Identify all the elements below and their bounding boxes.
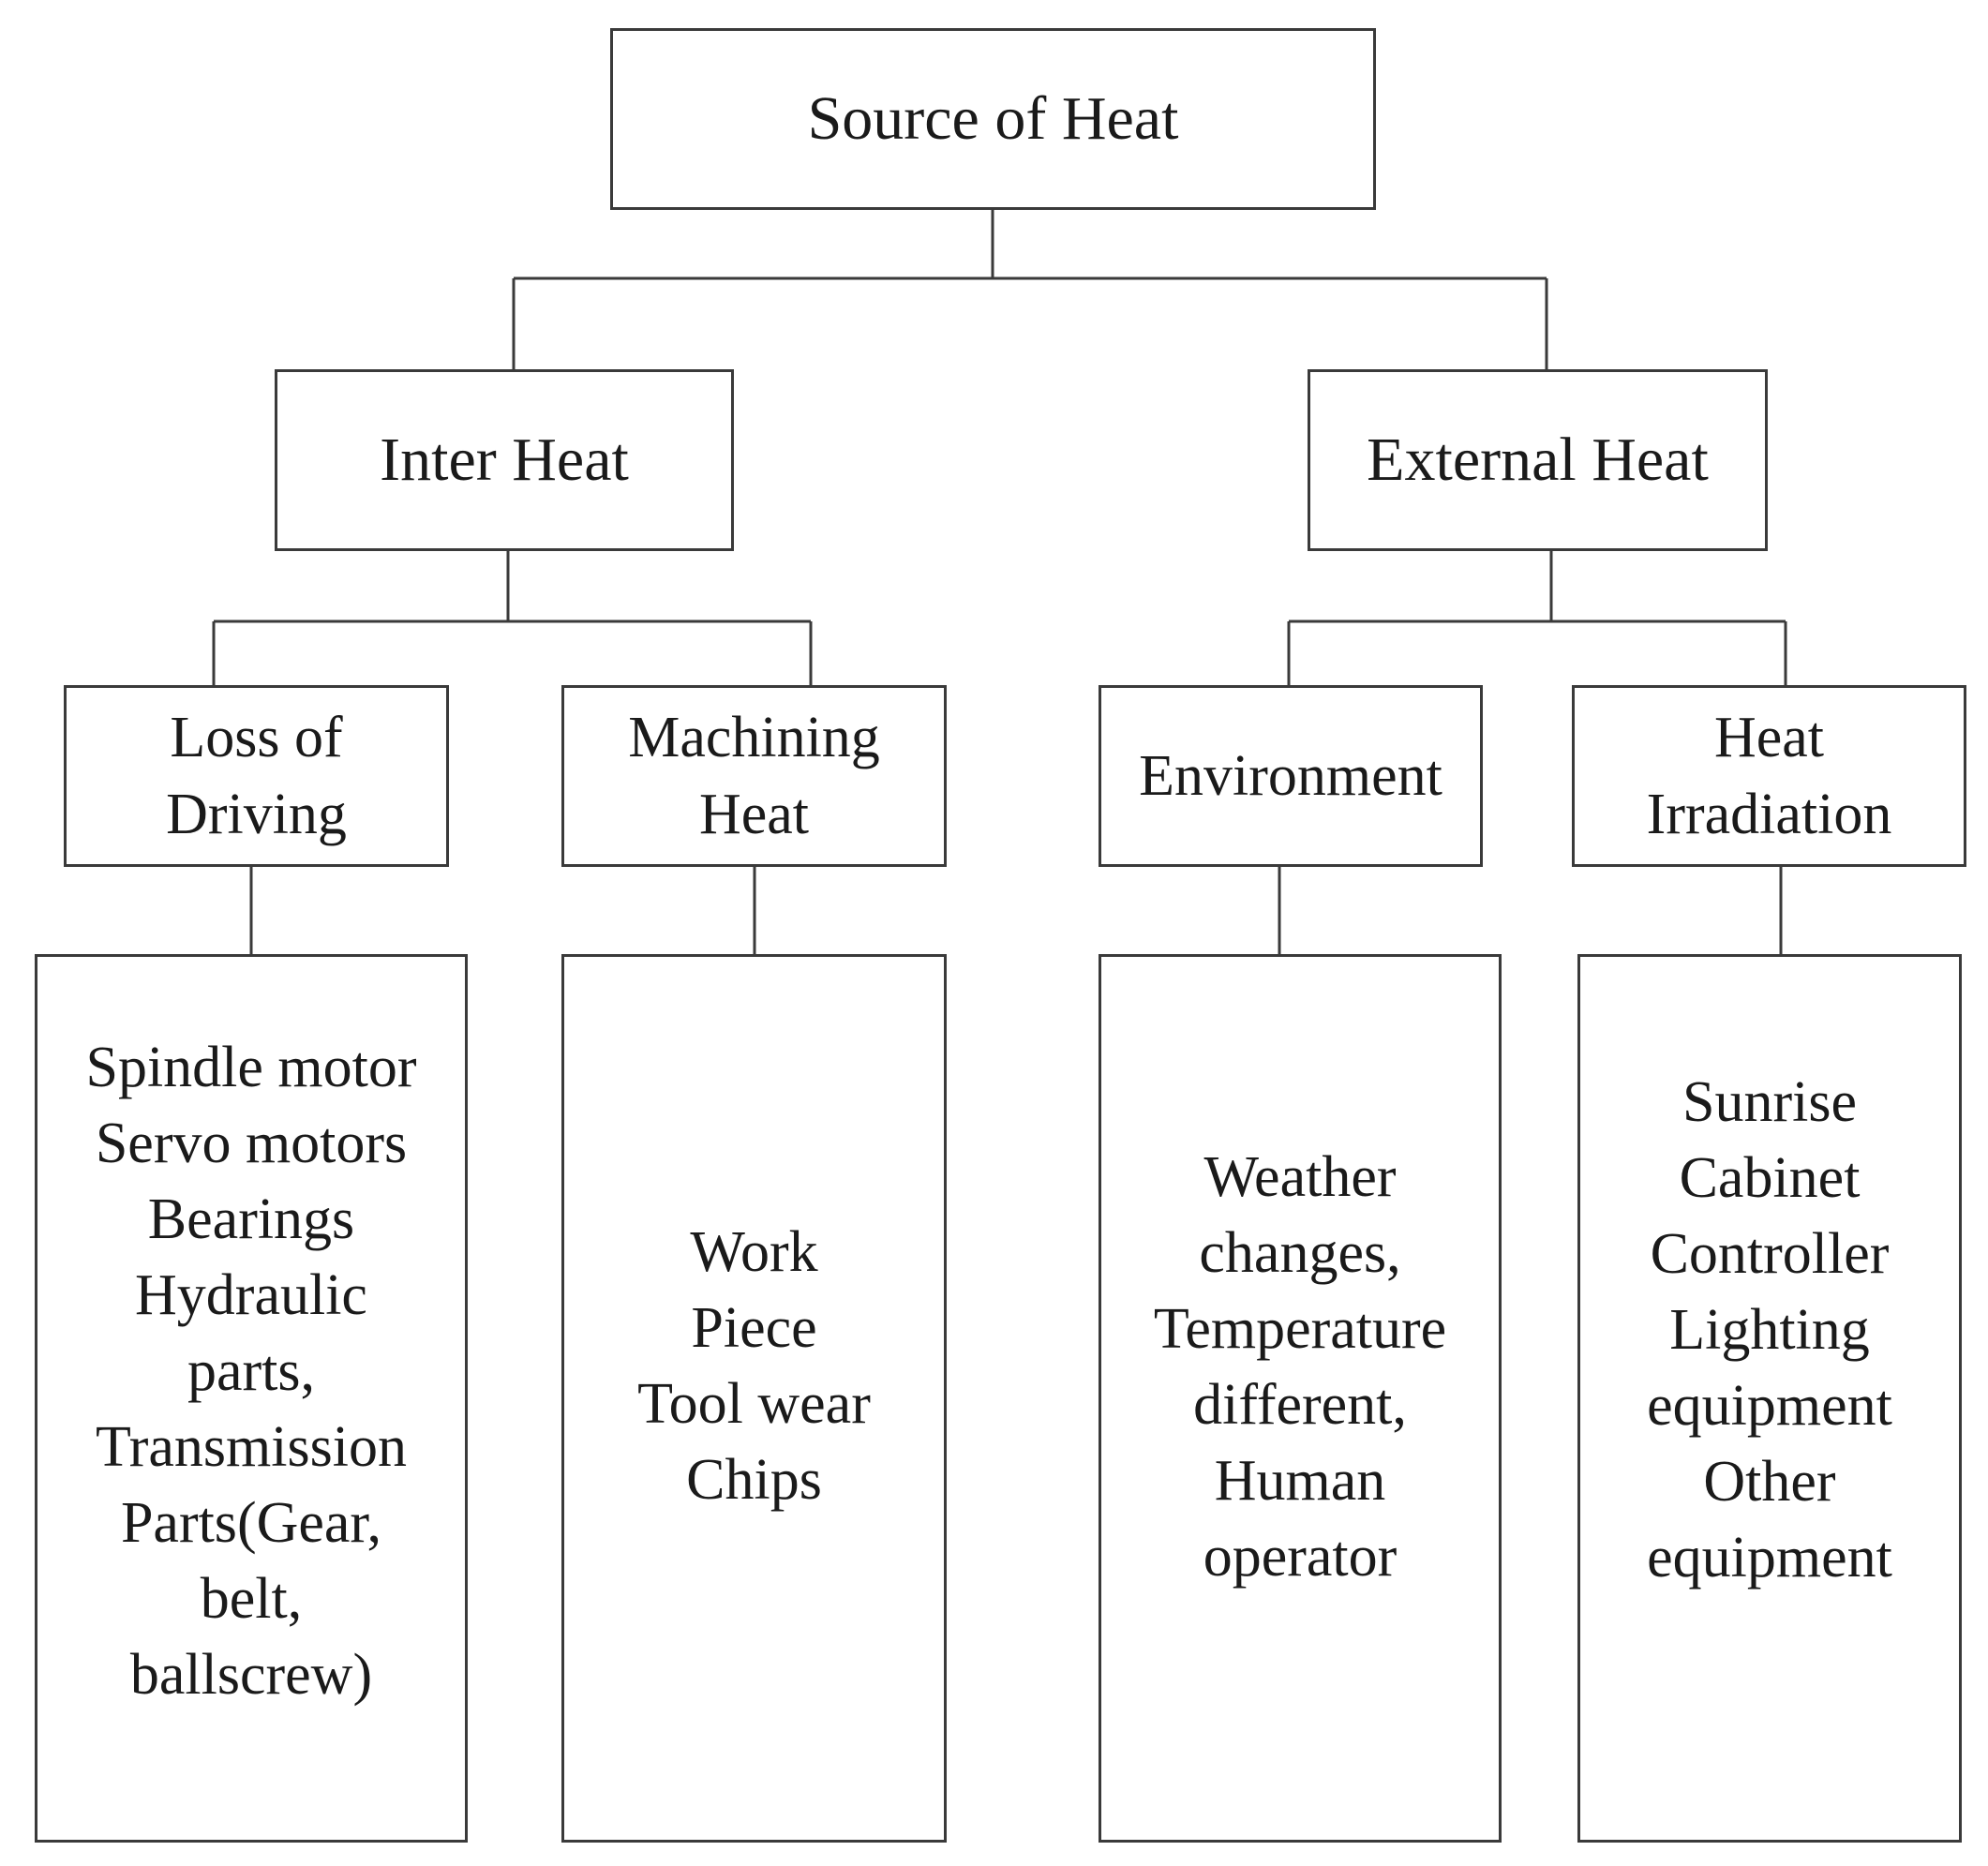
detail-line: Controller xyxy=(1650,1222,1890,1286)
detail-line: Servo motors xyxy=(95,1112,408,1175)
detail-line: equipment xyxy=(1647,1526,1892,1590)
detail-line: ballscrew) xyxy=(129,1643,373,1707)
detail-line: Tool wear xyxy=(637,1372,871,1436)
detail-line: different, xyxy=(1193,1373,1407,1437)
detail-line: operator xyxy=(1203,1525,1398,1589)
node-environment: Environment xyxy=(1099,685,1483,867)
node-label: Source of Heat xyxy=(807,84,1179,154)
detail-line: equipment xyxy=(1647,1374,1892,1438)
detail-line: Human xyxy=(1214,1449,1386,1513)
detail-line: Cabinet xyxy=(1679,1146,1861,1210)
detail-line: belt, xyxy=(200,1567,303,1631)
node-source-of-heat: Source of Heat xyxy=(610,28,1376,210)
details-heat-irradiation: Sunrise Cabinet Controller Lighting equi… xyxy=(1577,954,1962,1843)
detail-line: Spindle motor xyxy=(85,1036,417,1099)
node-label-line: Machining xyxy=(628,706,880,769)
node-loss-of-driving: Loss of Driving xyxy=(64,685,449,867)
details-machining-heat: Work Piece Tool wear Chips xyxy=(561,954,947,1843)
details-environment: Weather changes, Temperature different, … xyxy=(1099,954,1502,1843)
detail-line: parts, xyxy=(187,1339,316,1403)
node-machining-heat: Machining Heat xyxy=(561,685,947,867)
node-label-line: Environment xyxy=(1139,744,1442,808)
detail-line: Temperature xyxy=(1153,1297,1447,1361)
detail-line: Other xyxy=(1703,1450,1836,1514)
detail-line: Piece xyxy=(691,1296,817,1360)
detail-line: Bearings xyxy=(147,1187,355,1251)
detail-line: Chips xyxy=(686,1448,822,1512)
node-inter-heat: Inter Heat xyxy=(275,369,734,551)
detail-line: Work xyxy=(690,1220,818,1284)
node-label-line: Irradiation xyxy=(1646,783,1892,846)
detail-line: Transmission xyxy=(96,1415,407,1479)
detail-line: Sunrise xyxy=(1682,1070,1857,1134)
node-label-line: Heat xyxy=(698,783,810,846)
detail-line: Lighting xyxy=(1669,1298,1870,1362)
node-external-heat: External Heat xyxy=(1308,369,1768,551)
node-label-line: Driving xyxy=(166,783,347,846)
node-label: Inter Heat xyxy=(380,425,629,495)
detail-line: Hydraulic xyxy=(135,1263,367,1327)
detail-line: Weather xyxy=(1203,1145,1397,1209)
node-heat-irradiation: Heat Irradiation xyxy=(1572,685,1966,867)
node-label-line: Heat xyxy=(1713,706,1825,769)
detail-line: changes, xyxy=(1199,1221,1401,1285)
node-label-line: Loss of xyxy=(170,706,343,769)
details-loss-of-driving: Spindle motor Servo motors Bearings Hydr… xyxy=(35,954,468,1843)
node-label: External Heat xyxy=(1367,425,1709,495)
detail-line: Parts(Gear, xyxy=(120,1491,382,1555)
